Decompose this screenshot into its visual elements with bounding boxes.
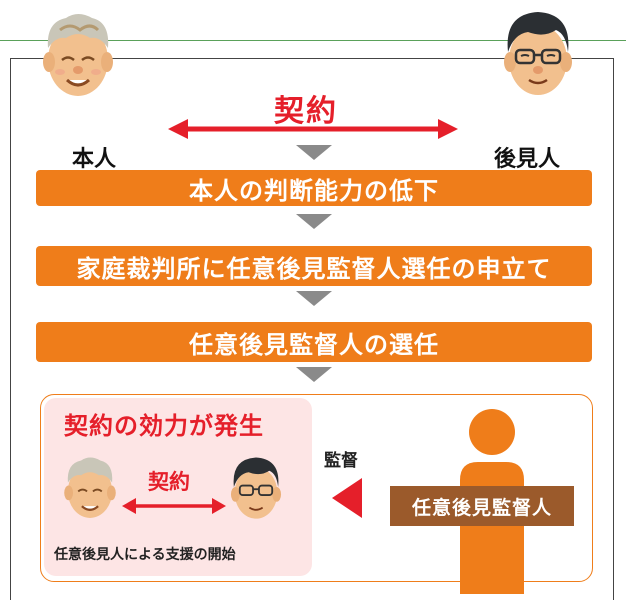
contract-title: 契約: [274, 94, 338, 129]
principal-label: 本人: [72, 147, 117, 172]
supervisor-label: 任意後見監督人: [390, 486, 574, 526]
elderly-person-small-icon: [64, 457, 116, 518]
contract-double-arrow: [168, 119, 458, 139]
step-court-petition: 家庭裁判所に任意後見監督人選任の申立て: [36, 246, 592, 286]
guardian-label: 後見人: [494, 147, 561, 172]
flow-arrow-4: [296, 367, 332, 382]
guardian-person-icon: [504, 12, 572, 95]
supervise-arrow: [332, 478, 362, 518]
elderly-person-icon: [43, 14, 113, 96]
effect-title: 契約の効力が発生: [64, 412, 264, 440]
effect-contract-arrow: [122, 498, 226, 514]
flow-arrow-2: [296, 214, 332, 229]
supervise-label: 監督: [324, 451, 358, 471]
diagram-frame: [10, 58, 614, 600]
support-start-text: 任意後見人による支援の開始: [54, 547, 236, 563]
top-rule: [0, 40, 626, 41]
flow-arrow-1: [296, 145, 332, 160]
step-supervisor-appointed: 任意後見監督人の選任: [36, 322, 592, 362]
flow-arrow-3: [296, 291, 332, 306]
step-capacity-decline: 本人の判断能力の低下: [36, 170, 592, 206]
guardian-small-icon: [230, 457, 282, 519]
effect-contract-label: 契約: [148, 470, 190, 494]
